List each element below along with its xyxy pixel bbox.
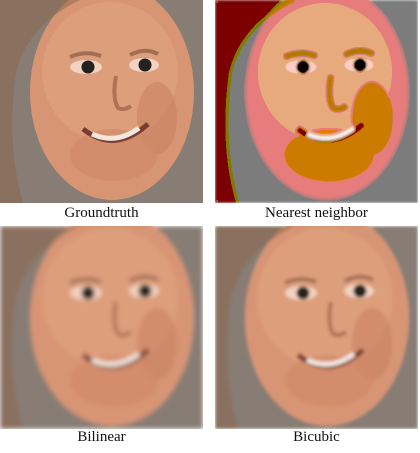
bilinear-image: [0, 226, 203, 429]
caption-groundtruth: Groundtruth: [64, 205, 139, 221]
groundtruth-image: [0, 0, 203, 203]
caption-bicubic: Bicubic: [293, 429, 340, 445]
nearest-neighbor-image: [215, 0, 418, 203]
bicubic-image: [215, 226, 418, 429]
caption-bilinear: Bilinear: [77, 429, 126, 445]
caption-nearest-neighbor: Nearest neighbor: [265, 205, 368, 221]
